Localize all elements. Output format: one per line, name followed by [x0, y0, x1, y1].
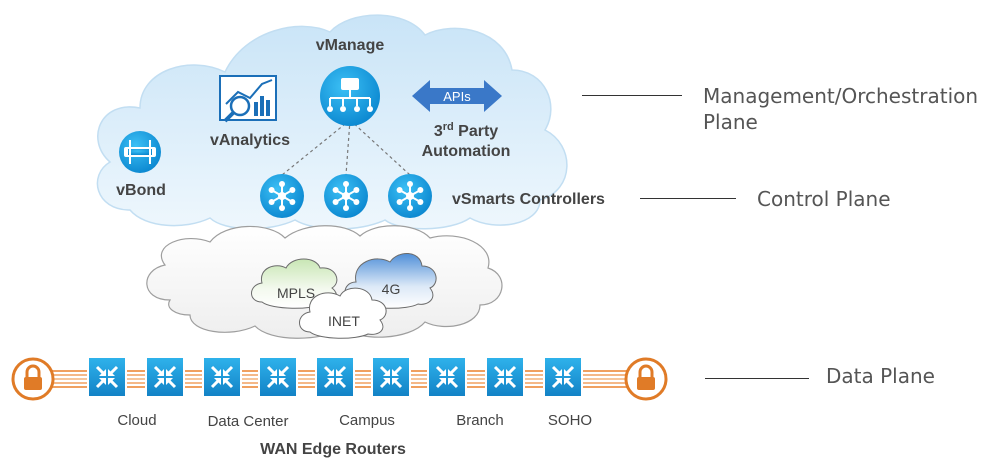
- inet-label: INET: [328, 313, 360, 329]
- vsmart-controllers: [260, 174, 432, 218]
- management-plane-label: Management/Orchestration Plane: [703, 83, 978, 135]
- vbond-label: vBond: [116, 182, 166, 199]
- management-plane-label-line2: Plane: [703, 110, 758, 134]
- router-icon: [427, 356, 467, 398]
- automation-label: Automation: [422, 143, 511, 160]
- management-plane-label-line1: Management/Orchestration: [703, 84, 979, 108]
- apis-label: APIs: [443, 89, 471, 104]
- 4g-label: 4G: [382, 281, 401, 297]
- data-plane-label: Data Plane: [826, 364, 935, 388]
- apis-arrow-icon: [412, 80, 502, 112]
- vsmart-controller-icon: [324, 174, 368, 218]
- site-label-cloud: Cloud: [117, 412, 156, 429]
- router-icon: [371, 356, 411, 398]
- site-label-campus: Campus: [339, 412, 395, 429]
- vsmart-controller-icon: [260, 174, 304, 218]
- wan-edge-routers: [87, 356, 583, 398]
- router-icon: [315, 356, 355, 398]
- vsmarts-label: vSmarts Controllers: [452, 191, 605, 208]
- vsmart-controller-icon: [388, 174, 432, 218]
- wan-edge-title: WAN Edge Routers: [260, 441, 406, 458]
- router-icon: [145, 356, 185, 398]
- lock-icon-right: [624, 357, 668, 401]
- mpls-label: MPLS: [277, 285, 315, 301]
- site-label-branch: Branch: [456, 412, 504, 429]
- management-plane-line: [582, 95, 682, 96]
- router-icon: [202, 356, 242, 398]
- third-party-label: 3rd Party: [434, 121, 498, 140]
- site-label-data-center: Data Center: [208, 413, 289, 430]
- control-plane-line: [640, 198, 736, 199]
- vanalytics-icon: [219, 75, 277, 123]
- vbond-icon: [119, 131, 161, 173]
- inet-cloud: [299, 287, 387, 339]
- router-icon: [87, 356, 127, 398]
- router-icon: [258, 356, 298, 398]
- data-plane-line: [705, 378, 809, 379]
- vmanage-controller-links: [281, 119, 411, 176]
- site-label-soho: SOHO: [548, 412, 592, 429]
- vanalytics-label: vAnalytics: [210, 132, 290, 149]
- lock-icon-left: [11, 357, 55, 401]
- router-icon: [485, 356, 525, 398]
- vmanage-icon: [320, 66, 380, 126]
- router-icon: [543, 356, 583, 398]
- vmanage-label: vManage: [316, 37, 385, 54]
- control-plane-label: Control Plane: [757, 187, 891, 211]
